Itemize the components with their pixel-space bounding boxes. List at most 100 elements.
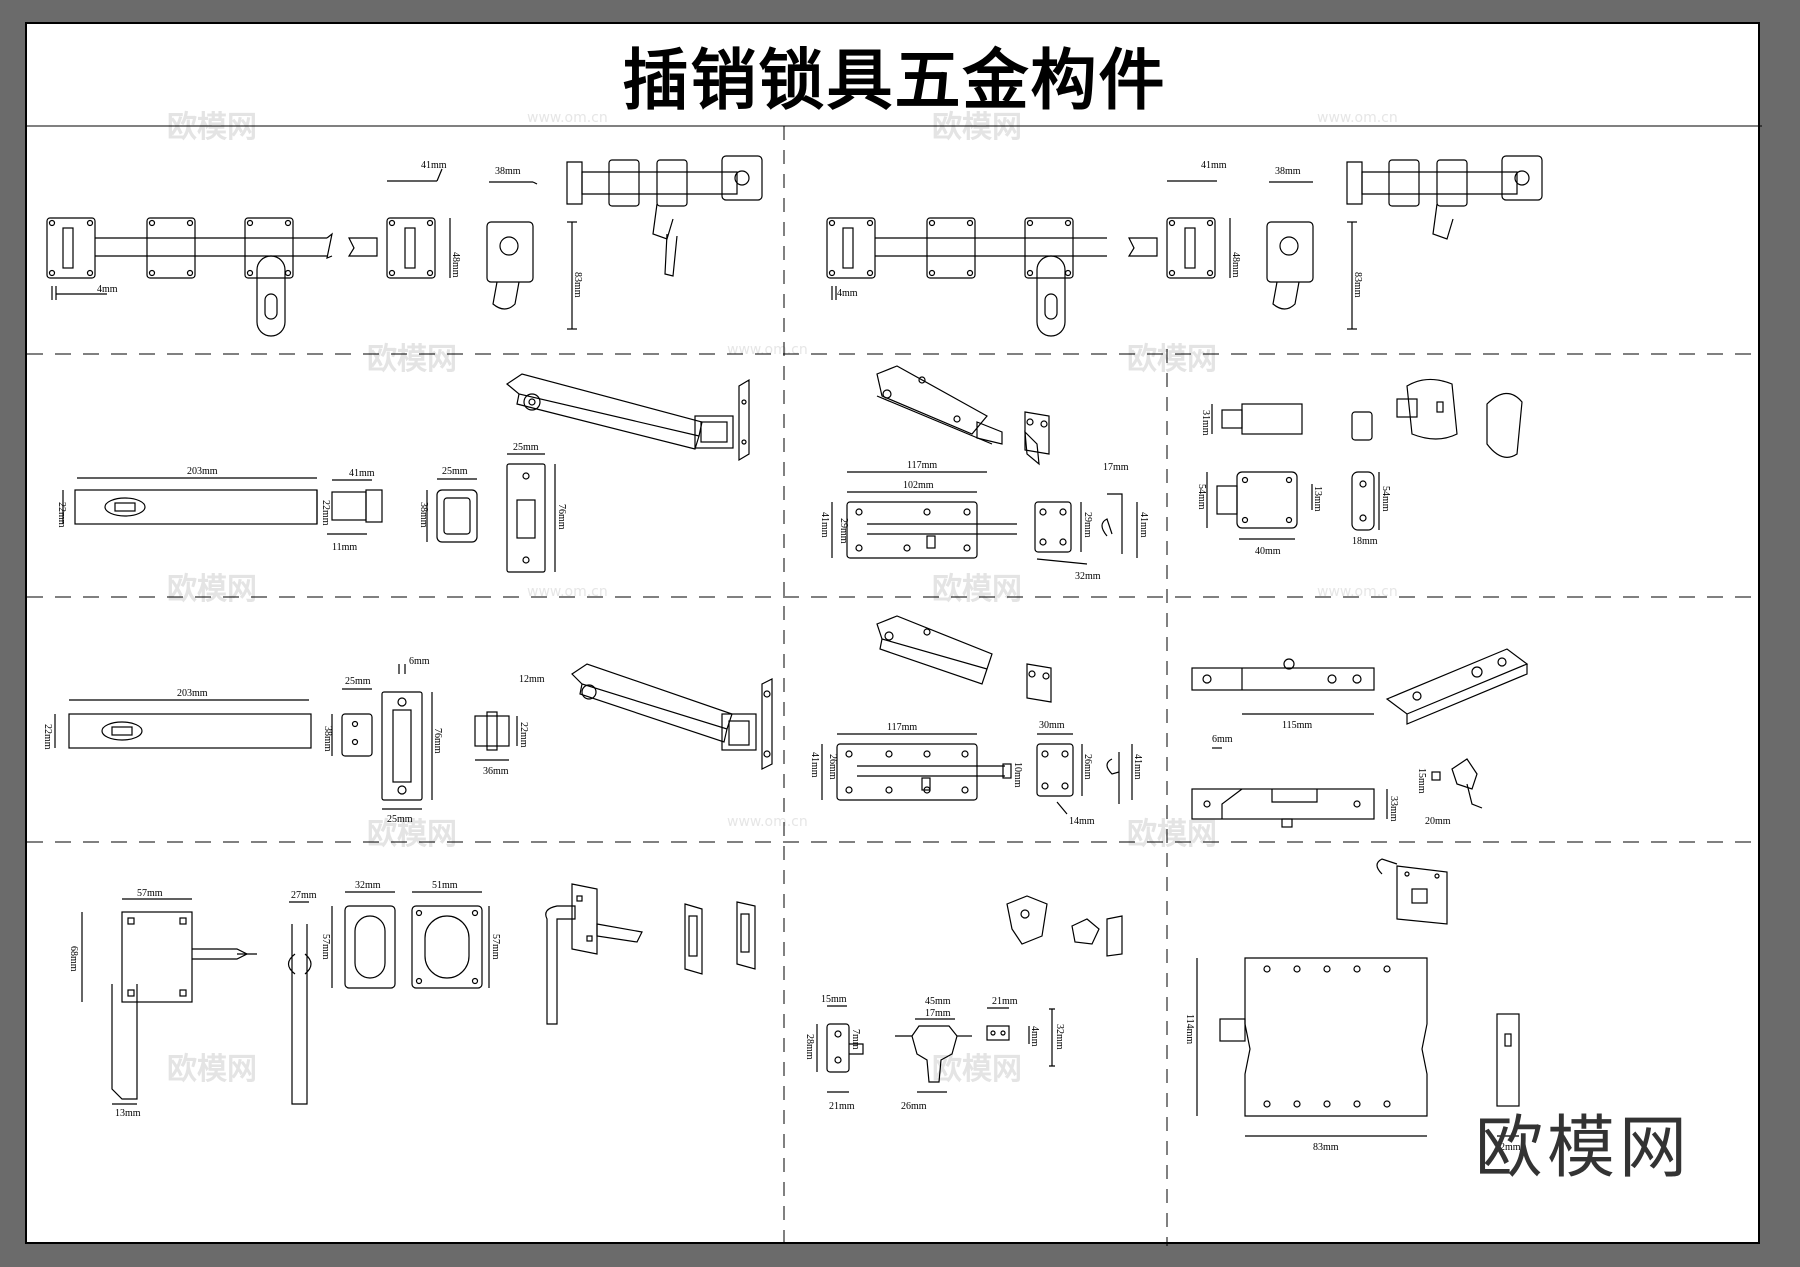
- dim-label: 4mm: [837, 288, 858, 299]
- watermark-text: 欧模网: [367, 817, 457, 852]
- dim-label: 51mm: [432, 880, 458, 891]
- dim-label: 38mm: [322, 726, 333, 752]
- watermark-text: 欧模网: [167, 110, 257, 145]
- dim-label: 83mm: [1352, 272, 1363, 298]
- watermark-url: www.om.cn: [527, 584, 608, 600]
- dim-label: 40mm: [1255, 546, 1281, 557]
- panel-4-tower-bolt: 117mm 102mm 41mm 29mm 17mm 29mm 41mm 32m…: [819, 365, 1149, 582]
- dim-label: 22mm: [56, 502, 67, 528]
- dim-label: 36mm: [483, 766, 509, 777]
- watermark-url: www.om.cn: [527, 110, 608, 126]
- dim-label: 21mm: [829, 1101, 855, 1112]
- dim-label: 33mm: [1388, 796, 1399, 822]
- dim-label: 15mm: [1416, 768, 1427, 794]
- grid-lines: [27, 125, 1762, 1246]
- dim-label: 41mm: [1138, 512, 1149, 538]
- dim-label: 4mm: [1029, 1026, 1040, 1047]
- dim-label: 6mm: [1212, 734, 1233, 745]
- watermark-text: 欧模网: [367, 342, 457, 377]
- dim-label: 38mm: [1275, 166, 1301, 177]
- dim-label: 57mm: [137, 888, 163, 899]
- brand-watermark: 欧模网: [1475, 1109, 1692, 1188]
- dim-label: 45mm: [925, 996, 951, 1007]
- dim-label: 29mm: [838, 518, 849, 544]
- dim-label: 114mm: [1184, 1014, 1195, 1044]
- panel-6-flush-bolt: 203mm 22mm 25mm 6mm 38mm 76mm 25mm 12mm …: [42, 656, 773, 825]
- dim-label: 25mm: [345, 676, 371, 687]
- panel-8-spring-latch: 115mm 6mm 15mm 33mm 20mm: [1191, 648, 1529, 828]
- watermark-text: 欧模网: [1127, 342, 1217, 377]
- dim-label: 20mm: [1425, 816, 1451, 827]
- panel-1-barrel-bolt: 41mm 38mm 48mm 83mm 4mm: [46, 155, 763, 337]
- panel-2-barrel-bolt: 41mm 38mm 48mm 83mm 4mm: [826, 155, 1543, 337]
- dim-label: 10mm: [1012, 762, 1023, 788]
- dim-label: 22mm: [1495, 1142, 1521, 1153]
- dim-label: 102mm: [903, 480, 934, 491]
- dim-label: 28mm: [804, 1034, 815, 1060]
- watermark-text: 欧模网: [932, 1052, 1022, 1087]
- watermark-text: 欧模网: [932, 110, 1022, 145]
- dim-label: 25mm: [442, 466, 468, 477]
- watermark-text: 欧模网: [932, 572, 1022, 607]
- dim-label: 57mm: [490, 934, 501, 960]
- panel-7-tower-bolt: 117mm 41mm 26mm 10mm 30mm 26mm 41mm 14mm: [809, 615, 1143, 827]
- watermark-text: 欧模网: [167, 1052, 257, 1087]
- dim-label: 22mm: [42, 724, 53, 750]
- dim-label: 29mm: [1082, 512, 1093, 538]
- dim-label: 32mm: [1075, 571, 1101, 582]
- dim-label: 57mm: [320, 934, 331, 960]
- dim-label: 13mm: [115, 1108, 141, 1119]
- dim-label: 48mm: [450, 252, 461, 278]
- dim-label: 12mm: [519, 674, 545, 685]
- dim-label: 41mm: [1132, 754, 1143, 780]
- dim-label: 4mm: [97, 284, 118, 295]
- dim-label: 203mm: [177, 688, 208, 699]
- dim-label: 203mm: [187, 466, 218, 477]
- watermark-text: 欧模网: [1127, 817, 1217, 852]
- dim-label: 15mm: [821, 994, 847, 1005]
- dim-label: 21mm: [992, 996, 1018, 1007]
- dim-label: 54mm: [1196, 484, 1207, 510]
- dim-label: 32mm: [1054, 1024, 1065, 1050]
- dim-label: 30mm: [1039, 720, 1065, 731]
- drawing-title: 插销锁具五金构件: [622, 42, 1167, 119]
- dim-label: 38mm: [495, 166, 521, 177]
- dim-label: 26mm: [827, 754, 838, 780]
- hardware-drawing: 41mm 38mm 48mm 83mm 4mm: [27, 125, 1762, 1246]
- drawing-sheet: 插销锁具五金构件 欧模网 欧模网 欧模网 欧模网 欧模网 欧模网 欧模网 欧模网…: [25, 22, 1762, 1246]
- dim-label: 38mm: [418, 502, 429, 528]
- dim-label: 25mm: [513, 442, 539, 453]
- dim-label: 117mm: [887, 722, 917, 733]
- dim-label: 13mm: [1312, 486, 1323, 512]
- dim-label: 83mm: [572, 272, 583, 298]
- panel-10-small-latch: 15mm 7mm 28mm 21mm 45mm 17mm 26mm 21mm 4…: [804, 895, 1123, 1112]
- dim-label: 6mm: [409, 656, 430, 667]
- dim-label: 18mm: [1352, 536, 1378, 547]
- panel-5-surface-latch: 31mm 54mm 13mm 54mm 40mm 18mm: [1196, 378, 1523, 557]
- dim-label: 26mm: [901, 1101, 927, 1112]
- dim-label: 27mm: [291, 890, 317, 901]
- dim-label: 117mm: [907, 460, 937, 471]
- watermark-url: www.om.cn: [727, 814, 808, 830]
- dim-label: 17mm: [925, 1008, 951, 1019]
- dim-label: 41mm: [819, 512, 830, 538]
- dim-label: 7mm: [850, 1029, 861, 1050]
- dim-label: 76mm: [556, 504, 567, 530]
- dim-label: 32mm: [355, 880, 381, 891]
- dim-label: 25mm: [387, 814, 413, 825]
- panel-9-gate-bolt: 57mm 68mm 13mm 27mm 32mm 57mm 51mm 57mm: [68, 880, 756, 1119]
- dim-label: 26mm: [1082, 754, 1093, 780]
- dim-label: 115mm: [1282, 720, 1312, 731]
- dim-label: 83mm: [1313, 1142, 1339, 1153]
- watermark-text: 欧模网: [167, 572, 257, 607]
- dim-label: 41mm: [349, 468, 375, 479]
- dim-label: 48mm: [1230, 252, 1241, 278]
- dim-label: 31mm: [1200, 410, 1211, 436]
- dim-label: 17mm: [1103, 462, 1129, 473]
- dim-label: 54mm: [1380, 486, 1391, 512]
- panel-11-box-lock: 114mm 83mm 22mm: [1184, 858, 1521, 1153]
- watermark-url: www.om.cn: [1317, 110, 1398, 126]
- dim-label: 11mm: [332, 542, 357, 553]
- dim-label: 76mm: [432, 728, 443, 754]
